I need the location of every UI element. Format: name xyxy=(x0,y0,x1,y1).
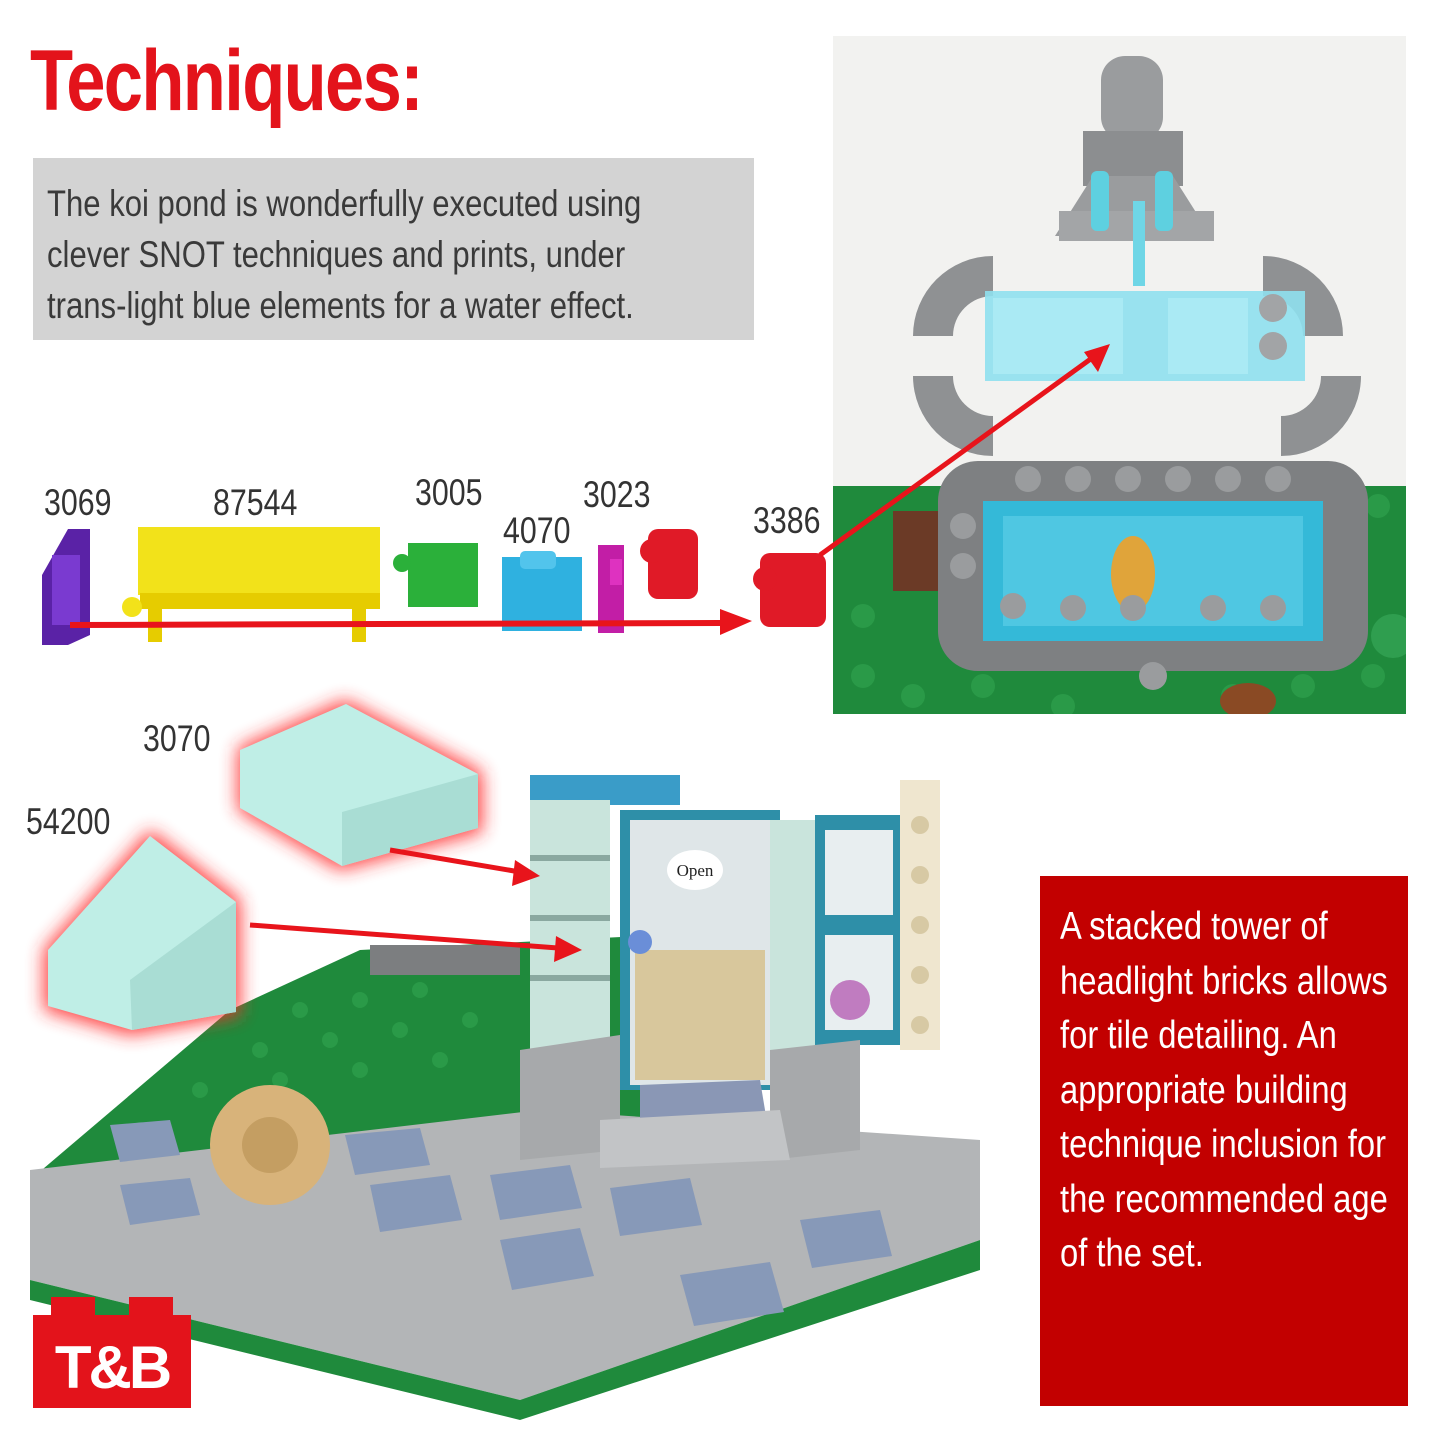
brick-stack-diagram xyxy=(42,527,826,645)
tb-logo: T&B xyxy=(33,1297,191,1408)
page-title: Techniques: xyxy=(30,33,424,129)
part-label-54200: 54200 xyxy=(26,801,111,842)
part-label-3005: 3005 xyxy=(415,472,483,513)
part-label-3386: 3386 xyxy=(753,500,821,541)
logo-text: T&B xyxy=(54,1334,172,1401)
intro-caption: The koi pond is wonderfully executed usi… xyxy=(47,183,642,326)
part-label-3069: 3069 xyxy=(44,482,112,523)
door-sign: Open xyxy=(677,861,714,880)
part-label-3023: 3023 xyxy=(583,474,651,515)
part-label-87544: 87544 xyxy=(213,482,298,523)
info-caption-box: A stacked tower of headlight bricks allo… xyxy=(1040,876,1408,1406)
info-caption: A stacked tower of headlight bricks allo… xyxy=(1060,905,1388,1275)
part-label-4070: 4070 xyxy=(503,510,571,551)
shop-entrance-model: Open xyxy=(30,700,980,1420)
pond-arrow xyxy=(818,344,1110,558)
part-label-3070: 3070 xyxy=(143,718,211,759)
koi-pond-photo xyxy=(833,36,1406,714)
intro-caption-box: The koi pond is wonderfully executed usi… xyxy=(33,158,754,340)
